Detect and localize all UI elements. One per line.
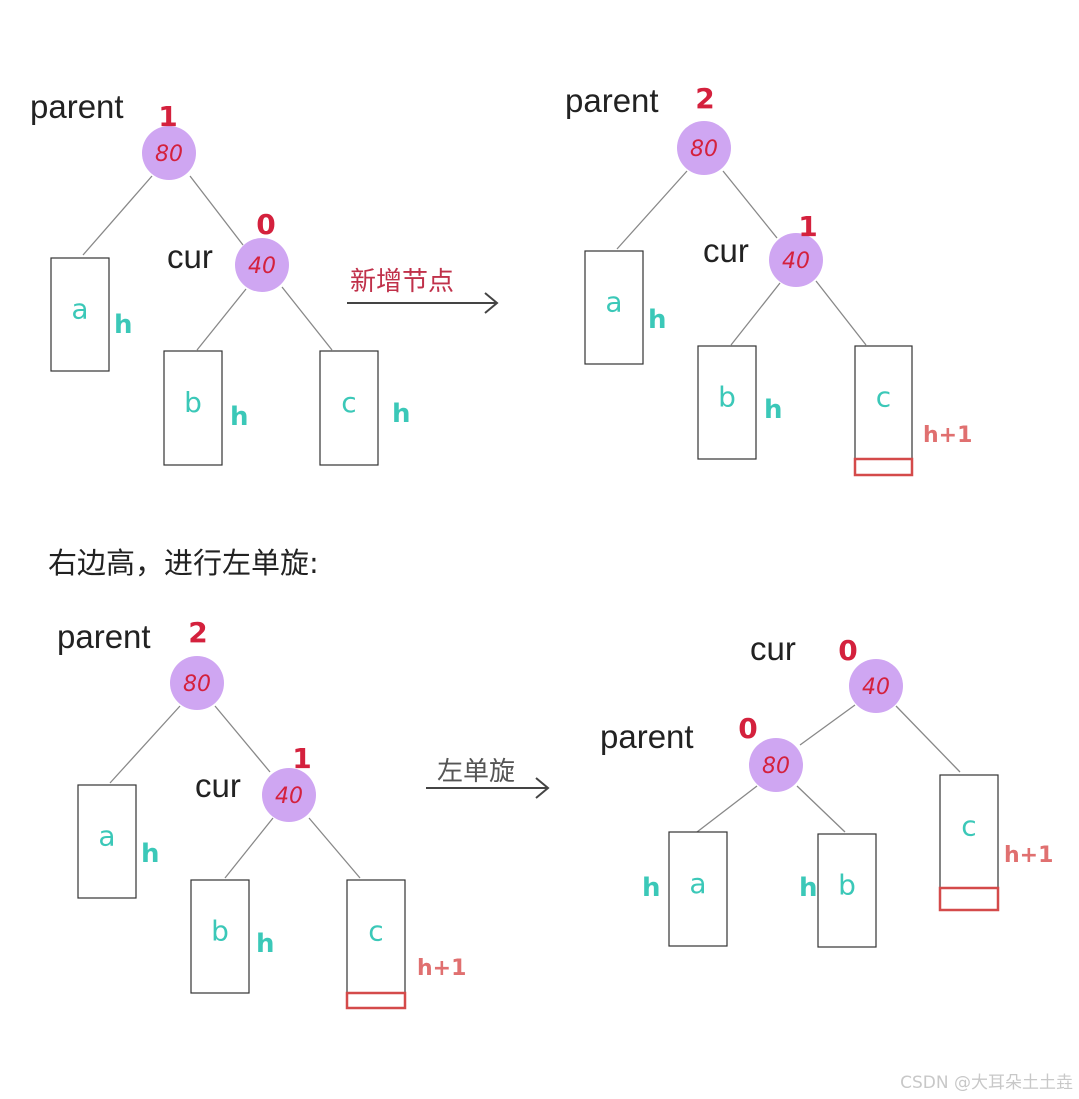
parent-node-circle [170, 656, 224, 710]
cur-node-balance-factor: 1 [292, 742, 311, 775]
cur-label: cur [195, 767, 241, 804]
subtree-b [817, 833, 877, 948]
parent-node-balance-factor: 0 [738, 712, 757, 745]
parent-node-value: 80 [155, 142, 183, 167]
subtree-a-height: h [642, 873, 661, 903]
subtree-c-height: h+1 [923, 423, 972, 448]
subtree-c-added-level [345, 991, 407, 1010]
subtree-c-added-level [853, 457, 914, 477]
edge-line [82, 175, 153, 256]
subtree-a [668, 831, 728, 947]
subtree-a-letter: a [71, 293, 88, 326]
edge-line [109, 705, 181, 784]
parent-node-circle [749, 738, 803, 792]
subtree-c-letter: c [368, 915, 383, 948]
subtree-a-height: h [141, 839, 160, 869]
subtree-b-height: h [764, 395, 783, 425]
new-node-arrow-label: 新增节点 [350, 267, 454, 297]
cur-node-circle [262, 768, 316, 822]
cur-node-circle [849, 659, 903, 713]
cur-node-balance-factor: 0 [838, 634, 857, 667]
cur-node-circle [235, 238, 289, 292]
edge-line [224, 817, 274, 879]
subtree-b-letter: b [838, 869, 856, 902]
cur-label: cur [750, 630, 796, 667]
parent-label: parent [57, 618, 151, 655]
caption-text: 右边高，进行左单旋: [48, 546, 319, 580]
subtree-a-height: h [648, 305, 667, 335]
subtree-c-height: h+1 [417, 956, 466, 981]
parent-node-value: 80 [762, 754, 790, 779]
watermark: CSDN @大耳朵土土垚 [900, 1073, 1073, 1093]
edge-line [616, 170, 688, 250]
parent-node-balance-factor: 1 [158, 100, 177, 133]
cur-node-value: 40 [862, 675, 890, 700]
edge-line [214, 705, 271, 773]
subtree-c-height: h+1 [1004, 843, 1053, 868]
cur-node-value: 40 [782, 249, 810, 274]
edge-line [815, 280, 867, 346]
subtree-a-letter: a [689, 867, 706, 900]
subtree-a-letter: a [605, 286, 622, 319]
edge-line [799, 704, 856, 746]
parent-node-balance-factor: 2 [695, 82, 714, 115]
parent-node-circle [677, 121, 731, 175]
edge-line [730, 282, 781, 346]
parent-node-value: 80 [183, 672, 211, 697]
cur-label: cur [167, 238, 213, 275]
subtree-b [190, 879, 250, 994]
edge-line [696, 785, 758, 833]
subtree-b-height: h [799, 873, 818, 903]
cur-node-value: 40 [248, 254, 276, 279]
subtree-a [50, 257, 110, 372]
subtree-c-height: h [392, 399, 411, 429]
edge-line [189, 175, 244, 246]
parent-node-circle [142, 126, 196, 180]
subtree-b-height: h [230, 402, 249, 432]
cur-node-balance-factor: 0 [256, 208, 275, 241]
cur-label: cur [703, 232, 749, 269]
parent-node-balance-factor: 2 [188, 616, 207, 649]
subtree-a-letter: a [98, 820, 115, 853]
parent-label: parent [565, 82, 659, 119]
subtree-b [163, 350, 223, 466]
new-node-arrow-head-icon [484, 292, 499, 314]
subtree-c [319, 350, 379, 466]
left-rotate-arrow-label: 左单旋 [437, 757, 515, 787]
parent-label: parent [600, 718, 694, 755]
subtree-b-letter: b [211, 915, 229, 948]
subtree-c-letter: c [876, 381, 891, 414]
subtree-b-letter: b [718, 381, 736, 414]
parent-node-value: 80 [690, 137, 718, 162]
edge-line [281, 286, 333, 351]
subtree-b-letter: b [184, 386, 202, 419]
subtree-c-letter: c [961, 810, 976, 843]
cur-node-balance-factor: 1 [798, 210, 817, 243]
subtree-a [584, 250, 644, 365]
subtree-b-height: h [256, 929, 275, 959]
edge-line [895, 705, 961, 773]
cur-node-circle [769, 233, 823, 287]
edge-line [722, 170, 778, 239]
edge-line [196, 288, 247, 351]
edge-line [796, 785, 846, 833]
cur-node-value: 40 [275, 784, 303, 809]
subtree-c-added-level [938, 886, 1000, 912]
subtree-a-height: h [114, 310, 133, 340]
subtree-c-letter: c [341, 386, 356, 419]
parent-label: parent [30, 88, 124, 125]
edge-line [308, 817, 361, 879]
subtree-b [697, 345, 757, 460]
subtree-a [77, 784, 137, 899]
left-rotate-arrow-head-icon [535, 777, 550, 799]
